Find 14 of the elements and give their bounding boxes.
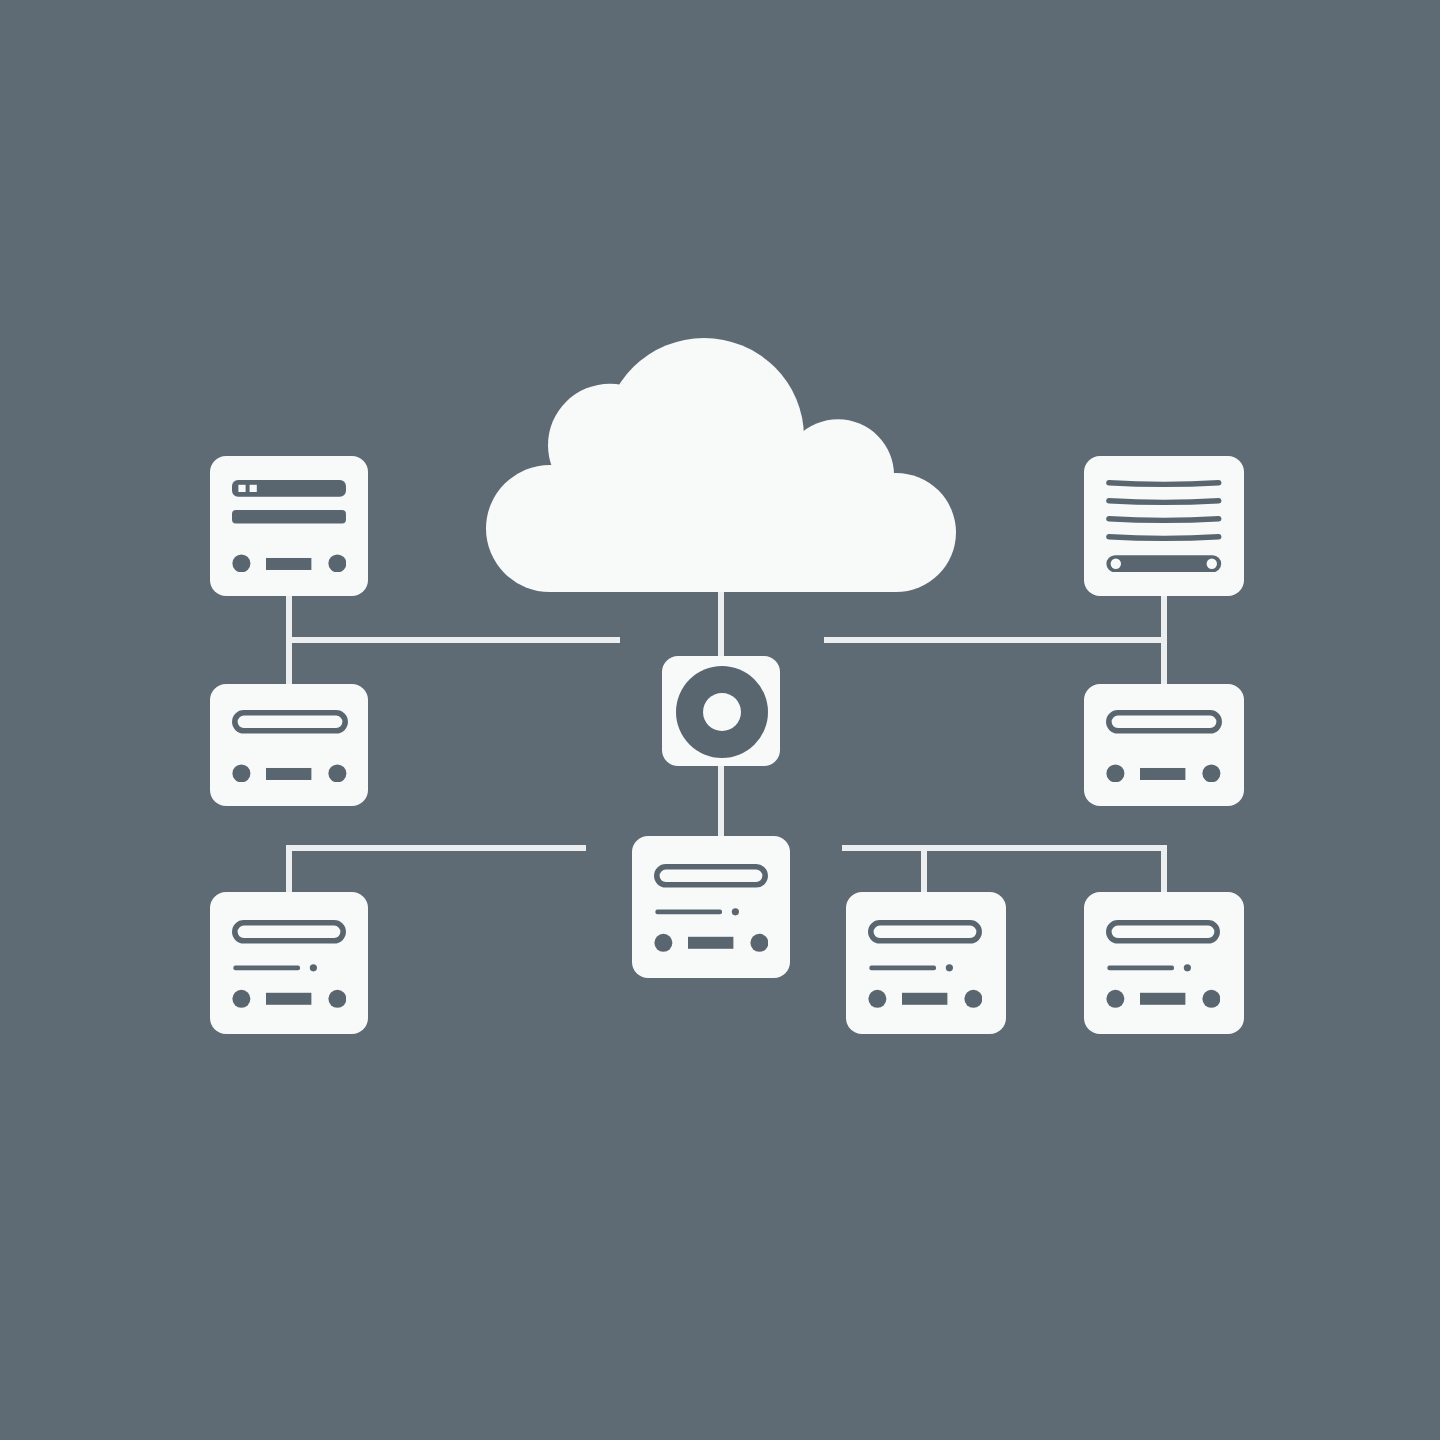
server-unit bbox=[846, 892, 1006, 1034]
connector-line bbox=[718, 592, 724, 656]
server-unit bbox=[632, 836, 790, 978]
server-unit bbox=[1084, 456, 1244, 596]
server-unit bbox=[210, 456, 368, 596]
server-unit bbox=[1084, 684, 1244, 806]
cloud-shape bbox=[484, 338, 960, 592]
server-unit bbox=[210, 684, 368, 806]
server-unit bbox=[1084, 892, 1244, 1034]
hub-unit bbox=[662, 656, 780, 766]
server-unit bbox=[210, 892, 368, 1034]
connector-line bbox=[286, 845, 586, 892]
connector-line bbox=[718, 766, 724, 836]
connector-line bbox=[824, 637, 1167, 684]
